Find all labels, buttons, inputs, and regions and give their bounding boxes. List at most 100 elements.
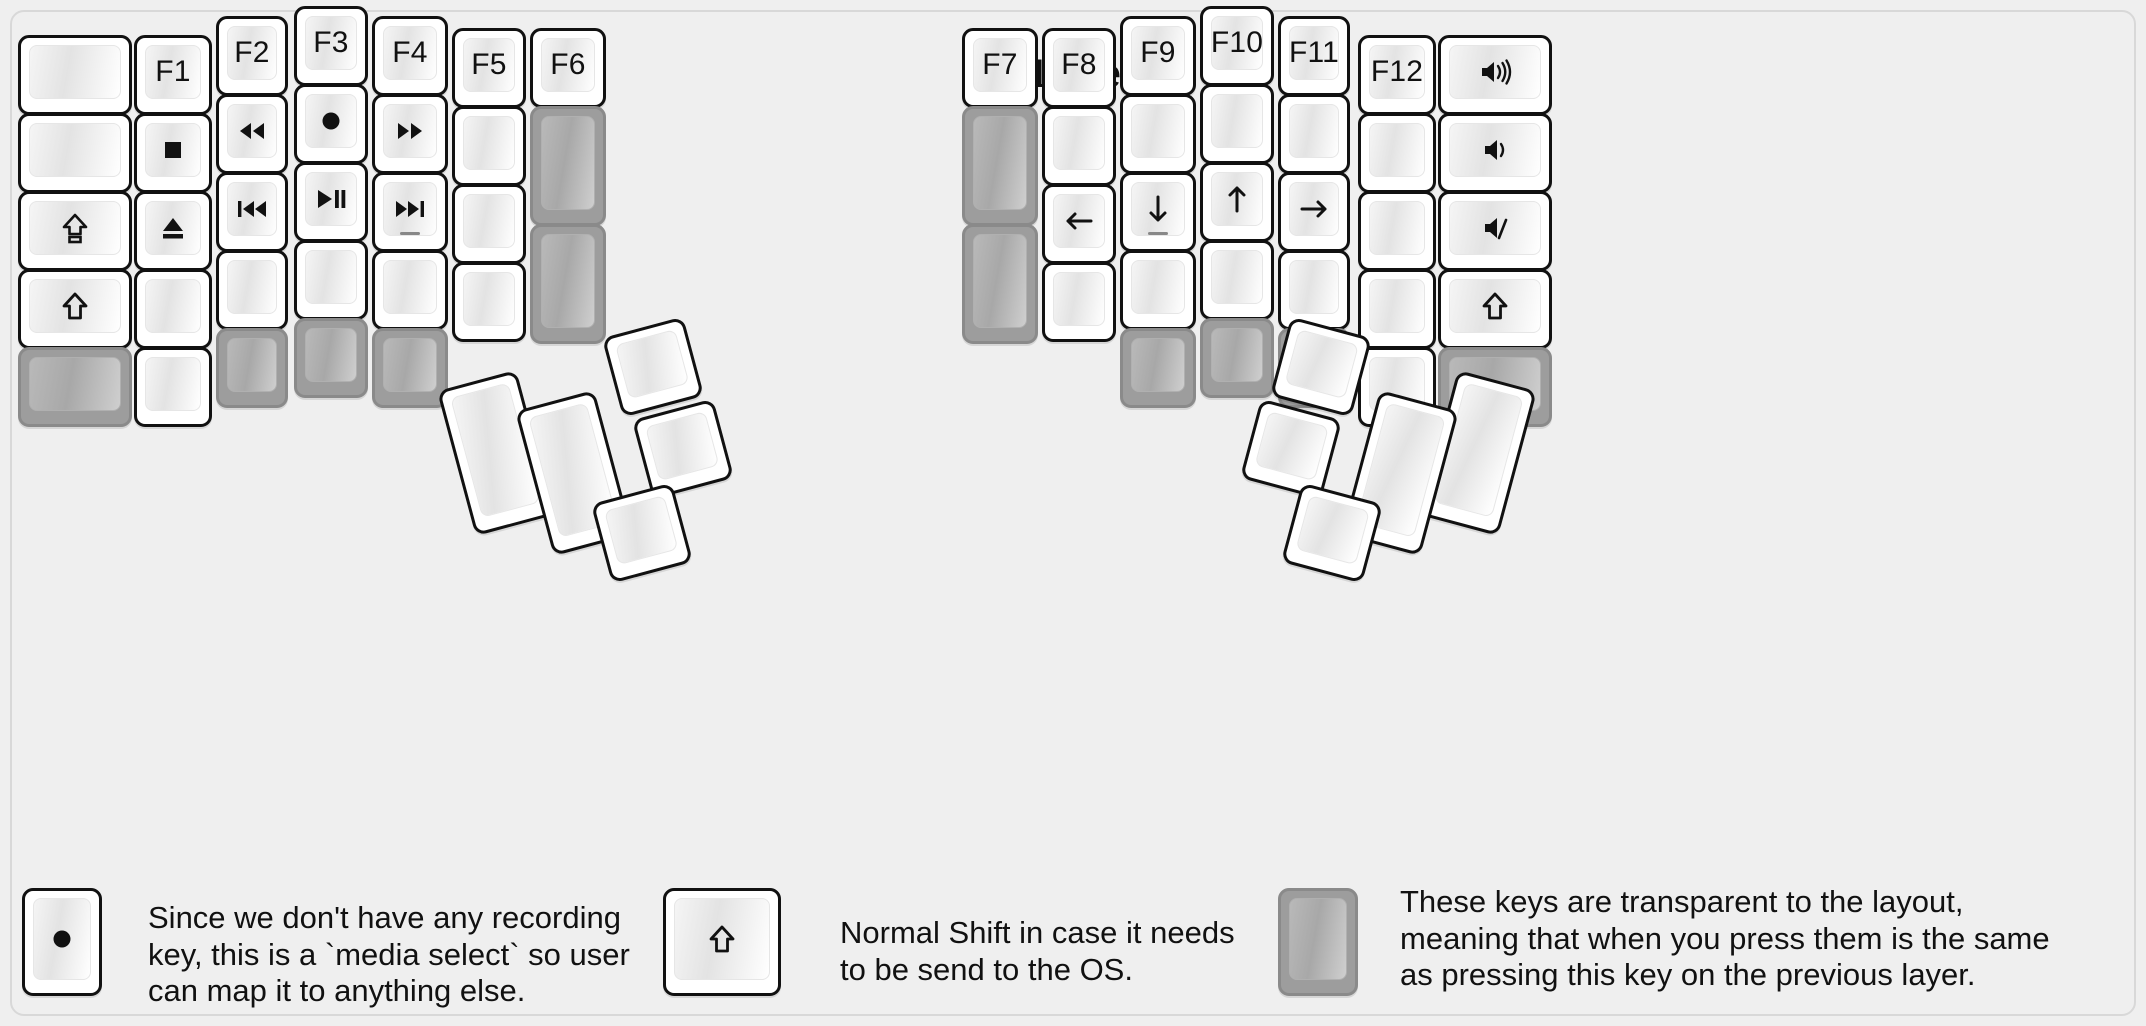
keycap-face — [1284, 329, 1359, 400]
key-right-col-index-inner-0[interactable]: F8 — [1042, 28, 1116, 108]
key-left-col-index-inner-1[interactable] — [452, 106, 526, 186]
volume-down-icon — [1475, 130, 1515, 170]
keycap-face — [1369, 201, 1425, 255]
key-right-col-middle-4[interactable] — [1200, 318, 1274, 398]
key-right-col-inner-1[interactable] — [962, 106, 1038, 226]
keycap-label: F11 — [1288, 36, 1340, 69]
keycap-face: F10 — [1211, 16, 1263, 70]
keycap-label: F8 — [1061, 48, 1097, 81]
key-left-col-index-inner-0[interactable]: F5 — [452, 28, 526, 108]
key-left-col-pinky-2[interactable] — [134, 191, 212, 271]
key-left-col-inner-1[interactable] — [530, 106, 606, 226]
keycap-face — [29, 201, 121, 255]
key-left-col-ring-3[interactable] — [216, 250, 288, 330]
keycap-face — [1289, 104, 1339, 158]
keycap-face — [1211, 172, 1263, 226]
key-left-col-inner-0[interactable]: F6 — [530, 28, 606, 108]
keycap-face: F12 — [1369, 45, 1425, 99]
keycap-face: F4 — [383, 26, 437, 80]
key-left-col-index-4[interactable] — [372, 328, 448, 408]
key-right-col-index-1[interactable] — [1120, 94, 1196, 174]
key-left-col-index-inner-2[interactable] — [452, 184, 526, 264]
key-left-col-ring-2[interactable] — [216, 172, 288, 252]
media-play-pause-icon — [311, 179, 351, 219]
key-left-col-ring-1[interactable] — [216, 94, 288, 174]
key-right-col-pinky-2[interactable] — [1358, 191, 1436, 271]
key-right-col-pinky-outer-2[interactable] — [1438, 191, 1552, 271]
key-left-col-pinky-outer-0[interactable] — [18, 35, 132, 115]
keycap-face — [1053, 116, 1105, 170]
keycap-face: F1 — [145, 45, 201, 99]
key-left-col-middle-1[interactable] — [294, 84, 368, 164]
keycap-face — [145, 123, 201, 177]
key-right-col-index-2[interactable] — [1120, 172, 1196, 252]
key-left-col-pinky-outer-2[interactable] — [18, 191, 132, 271]
key-left-col-index-2[interactable] — [372, 172, 448, 252]
key-left-col-index-3[interactable] — [372, 250, 448, 330]
key-right-col-index-inner-2[interactable] — [1042, 184, 1116, 264]
media-prev-track-icon — [232, 189, 272, 229]
key-left-col-ring-0[interactable]: F2 — [216, 16, 288, 96]
key-left-col-pinky-4[interactable] — [134, 347, 212, 427]
key-left-col-pinky-1[interactable] — [134, 113, 212, 193]
keycap-face — [1211, 250, 1263, 304]
key-right-col-ring-2[interactable] — [1278, 172, 1350, 252]
key-right-col-index-4[interactable] — [1120, 328, 1196, 408]
key-left-col-ring-4[interactable] — [216, 328, 288, 408]
key-left-col-pinky-0[interactable]: F1 — [134, 35, 212, 115]
key-right-col-pinky-outer-3[interactable] — [1438, 269, 1552, 349]
keycap-face — [674, 898, 770, 980]
key-right-col-index-0[interactable]: F9 — [1120, 16, 1196, 96]
keycap-face — [541, 234, 595, 328]
key-right-col-index-3[interactable] — [1120, 250, 1196, 330]
keycap-label: F1 — [155, 55, 191, 88]
key-left-col-pinky-outer-1[interactable] — [18, 113, 132, 193]
keycap-face — [1289, 898, 1347, 980]
key-right-col-ring-3[interactable] — [1278, 250, 1350, 330]
key-right-col-ring-1[interactable] — [1278, 94, 1350, 174]
keycap-face: F5 — [463, 38, 515, 92]
key-right-col-pinky-1[interactable] — [1358, 113, 1436, 193]
keycap-label: F6 — [550, 48, 586, 81]
key-right-col-pinky-3[interactable] — [1358, 269, 1436, 349]
key-left-col-index-0[interactable]: F4 — [372, 16, 448, 96]
keycap-face — [645, 411, 720, 482]
keycap-label: F2 — [234, 36, 270, 69]
keycap-face — [1289, 260, 1339, 314]
key-left-col-pinky-3[interactable] — [134, 269, 212, 349]
key-left-col-middle-2[interactable] — [294, 162, 368, 242]
key-right-col-middle-0[interactable]: F10 — [1200, 6, 1274, 86]
keycap-face — [615, 329, 690, 400]
keycap-face — [1131, 182, 1185, 236]
keycap-face — [227, 338, 277, 392]
key-left-col-middle-3[interactable] — [294, 240, 368, 320]
keycap-face — [305, 328, 357, 382]
shift-icon — [1475, 286, 1515, 326]
key-right-col-middle-1[interactable] — [1200, 84, 1274, 164]
key-left-col-middle-4[interactable] — [294, 318, 368, 398]
keycap-face — [227, 260, 277, 314]
volume-up-icon — [1475, 52, 1515, 92]
key-left-col-middle-0[interactable]: F3 — [294, 6, 368, 86]
key-right-col-pinky-outer-1[interactable] — [1438, 113, 1552, 193]
key-right-col-pinky-outer-0[interactable] — [1438, 35, 1552, 115]
key-left-col-inner-2[interactable] — [530, 224, 606, 344]
key-right-col-index-inner-1[interactable] — [1042, 106, 1116, 186]
keycap-face — [145, 357, 201, 411]
key-right-col-ring-0[interactable]: F11 — [1278, 16, 1350, 96]
keycap-face — [145, 279, 201, 333]
key-right-col-middle-2[interactable] — [1200, 162, 1274, 242]
key-left-col-index-1[interactable] — [372, 94, 448, 174]
key-right-col-inner-2[interactable] — [962, 224, 1038, 344]
key-right-col-middle-3[interactable] — [1200, 240, 1274, 320]
keycap-face — [604, 495, 679, 566]
key-right-col-inner-0[interactable]: F7 — [962, 28, 1038, 108]
media-next-track-icon — [390, 189, 430, 229]
key-left-col-index-inner-3[interactable] — [452, 262, 526, 342]
keycap-face — [1131, 338, 1185, 392]
key-left-col-pinky-outer-3[interactable] — [18, 269, 132, 349]
key-right-col-index-inner-3[interactable] — [1042, 262, 1116, 342]
key-left-col-pinky-outer-4[interactable] — [18, 347, 132, 427]
key-right-col-pinky-0[interactable]: F12 — [1358, 35, 1436, 115]
